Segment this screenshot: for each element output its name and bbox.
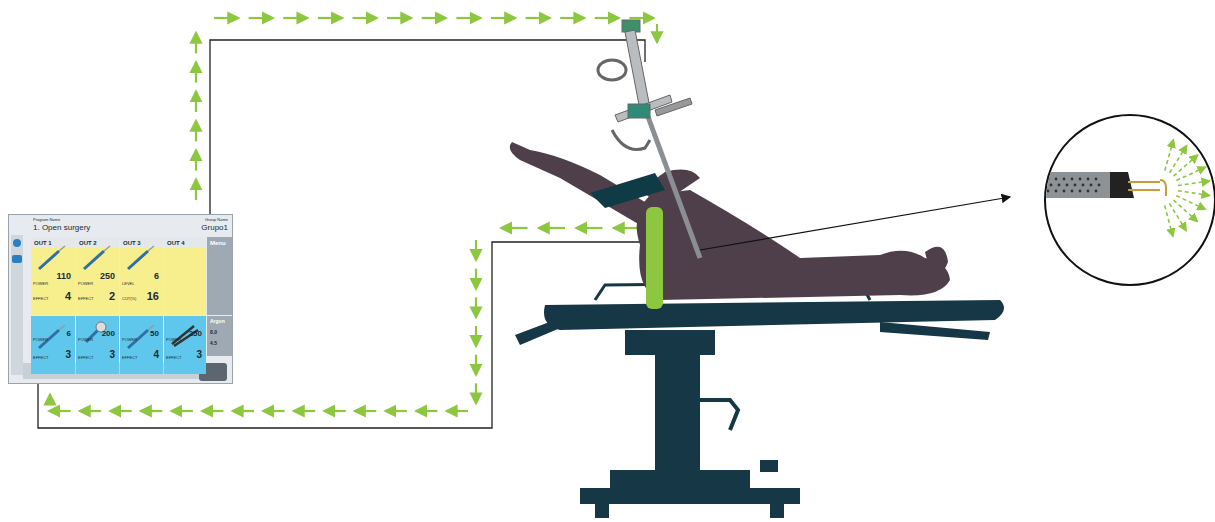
output-panel: Menu: [207, 237, 232, 315]
screen-text: EFFECT: [78, 356, 94, 360]
return-electrode: [646, 207, 663, 309]
output-panel: OUT 3 LEVEL 6CUT(%) 16: [120, 237, 163, 315]
screen-text: 3: [196, 350, 202, 360]
screen-text: 250: [100, 272, 115, 281]
zoom-circle: [1045, 115, 1215, 285]
panel-icon: [207, 237, 232, 315]
screen-text: 3: [109, 350, 115, 360]
screen-text: LEVEL: [122, 282, 134, 286]
screen-text: 3: [65, 350, 71, 360]
output-panel: OUT 1 POWER 110EFFECT 4: [31, 237, 75, 315]
screen-text: 200: [102, 330, 115, 338]
panel-icon: [164, 237, 206, 315]
screen-text: Argon: [210, 319, 225, 324]
output-panel: POWER 6EFFECT 3: [31, 316, 75, 374]
panel-icon: [164, 316, 206, 374]
screen-text: OUT 4: [167, 240, 185, 246]
leg-support: [590, 173, 665, 208]
zoom-leader: [700, 197, 1010, 250]
output-panel: OUT 2 POWER 250EFFECT 2: [76, 237, 119, 315]
screen-text: 16: [147, 291, 159, 302]
screen-text: 6: [67, 330, 71, 338]
screen-text: EFFECT: [33, 297, 49, 301]
screen-text: 4: [65, 291, 71, 302]
screen-text: 4.5: [210, 341, 217, 346]
screen-text: 8.0: [210, 330, 217, 335]
screen-text: 250: [189, 330, 202, 338]
screen-text: POWER: [122, 338, 137, 342]
patient: [510, 142, 950, 300]
screen-text: Grupo1: [201, 224, 228, 232]
screen-text: EFFECT: [166, 356, 182, 360]
output-panel: OUT 4: [164, 237, 206, 315]
output-panel: POWER 200EFFECT 3: [76, 316, 119, 374]
panel-icon: [76, 316, 119, 374]
operating-table: [515, 282, 1004, 518]
screen-text: POWER: [78, 282, 93, 286]
output-panel: POWER 250EFFECT 3: [164, 316, 206, 374]
screen-text: EFFECT: [33, 356, 49, 360]
screen-text: OUT 3: [123, 240, 141, 246]
output-panel: POWER 50EFFECT 4: [120, 316, 163, 374]
screen-text: OUT 2: [79, 240, 97, 246]
screen-text: Menu: [210, 240, 226, 246]
generator-screen: Program Name 1. Open surgery Group NameGru…: [8, 214, 233, 384]
screen-text: 1. Open surgery: [33, 224, 90, 232]
screen-text: Program Name: [33, 218, 60, 222]
screen-text: 6: [154, 272, 159, 281]
screen-text: POWER: [33, 338, 48, 342]
screen-text: OUT 1: [34, 240, 52, 246]
screen-text: 110: [56, 272, 71, 281]
resectoscope: [598, 20, 700, 258]
screen-text: EFFECT: [122, 356, 138, 360]
screen-text: Group Name: [205, 218, 228, 222]
output-panel: Argon 8.0 4.5: [207, 316, 232, 356]
screen-text: 50: [150, 330, 159, 338]
panel-icon: [31, 316, 75, 374]
panel-icon: [120, 316, 163, 374]
screen-text: POWER: [33, 282, 48, 286]
screen-text: EFFECT: [78, 297, 94, 301]
screen-text: POWER: [78, 338, 93, 342]
electrode-tip: [1030, 140, 1210, 236]
screen-text: 4: [153, 350, 159, 360]
screen-text: CUT(%): [122, 297, 136, 301]
screen-text: 2: [109, 291, 115, 302]
screen-text: POWER: [166, 338, 181, 342]
return-wire: [38, 242, 645, 428]
